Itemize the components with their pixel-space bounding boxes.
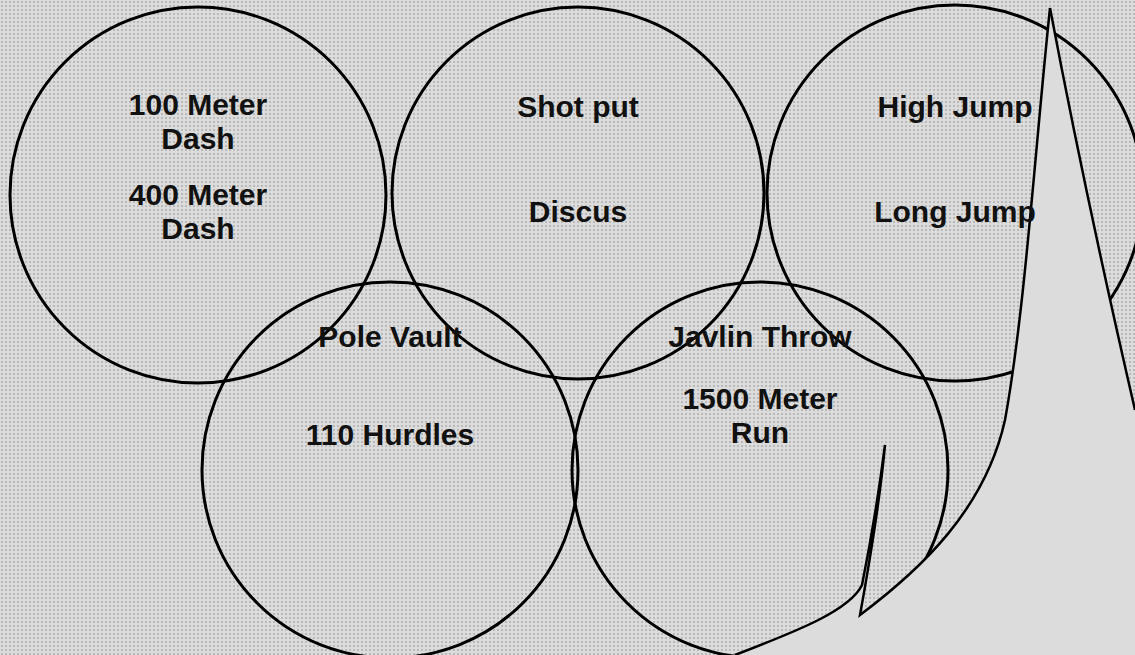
event-name: Javlin Throw	[635, 320, 885, 354]
event-name: High Jump	[835, 90, 1075, 124]
event-ring: Pole Vault 110 Hurdles	[200, 280, 580, 655]
event-name: Pole Vault	[265, 320, 515, 354]
event-name: Long Jump	[835, 195, 1075, 229]
event-name: 100 Meter Dash	[93, 88, 303, 155]
event-name: Shot put	[458, 90, 698, 124]
event-name: 1500 Meter Run	[663, 382, 858, 449]
event-name: Discus	[458, 195, 698, 229]
event-name: 400 Meter Dash	[93, 178, 303, 245]
event-name: 110 Hurdles	[265, 418, 515, 452]
